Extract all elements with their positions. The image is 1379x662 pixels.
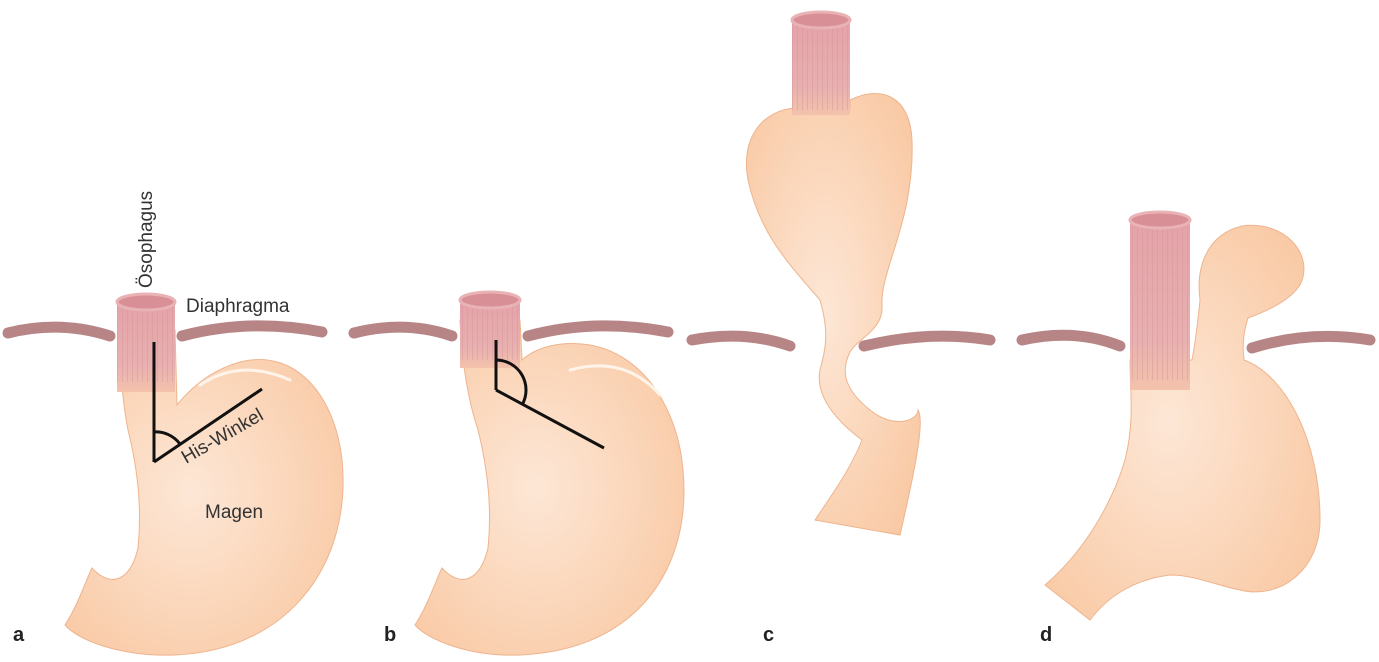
panel-letter-a: a — [13, 624, 25, 646]
panel-letter-b: b — [384, 624, 396, 646]
panel-a: Ösophagus Diaphragma His-Winkel Magen a — [8, 191, 343, 655]
panel-c: c — [692, 12, 990, 646]
stomach — [65, 330, 343, 655]
esophagus-label: Ösophagus — [136, 191, 157, 288]
diaphragm-left — [354, 327, 452, 336]
diaphragm-label: Diaphragma — [186, 296, 290, 317]
diaphragm-right — [1252, 336, 1370, 348]
diaphragm-right — [528, 326, 668, 336]
diaphragm-right — [182, 326, 322, 336]
esophagus-opening — [460, 292, 520, 308]
panel-d: d — [1022, 212, 1370, 646]
diaphragm-right — [864, 336, 990, 346]
esophagus-opening — [792, 12, 850, 28]
diaphragm-left — [1022, 335, 1120, 346]
diaphragm-left — [8, 327, 110, 336]
panel-letter-d: d — [1040, 624, 1052, 646]
esophagus-opening — [1130, 212, 1190, 228]
esophagus-stripes — [117, 302, 175, 382]
stomach-herniated — [746, 93, 920, 535]
esophagus-stripes — [792, 20, 850, 110]
esophagus-opening — [117, 294, 175, 310]
panel-letter-c: c — [763, 624, 774, 646]
diaphragm-left — [692, 336, 790, 346]
panel-b: b — [354, 292, 684, 655]
esophagus-stripes — [1130, 220, 1190, 380]
stomach — [415, 320, 684, 655]
stomach-label: Magen — [205, 502, 263, 523]
